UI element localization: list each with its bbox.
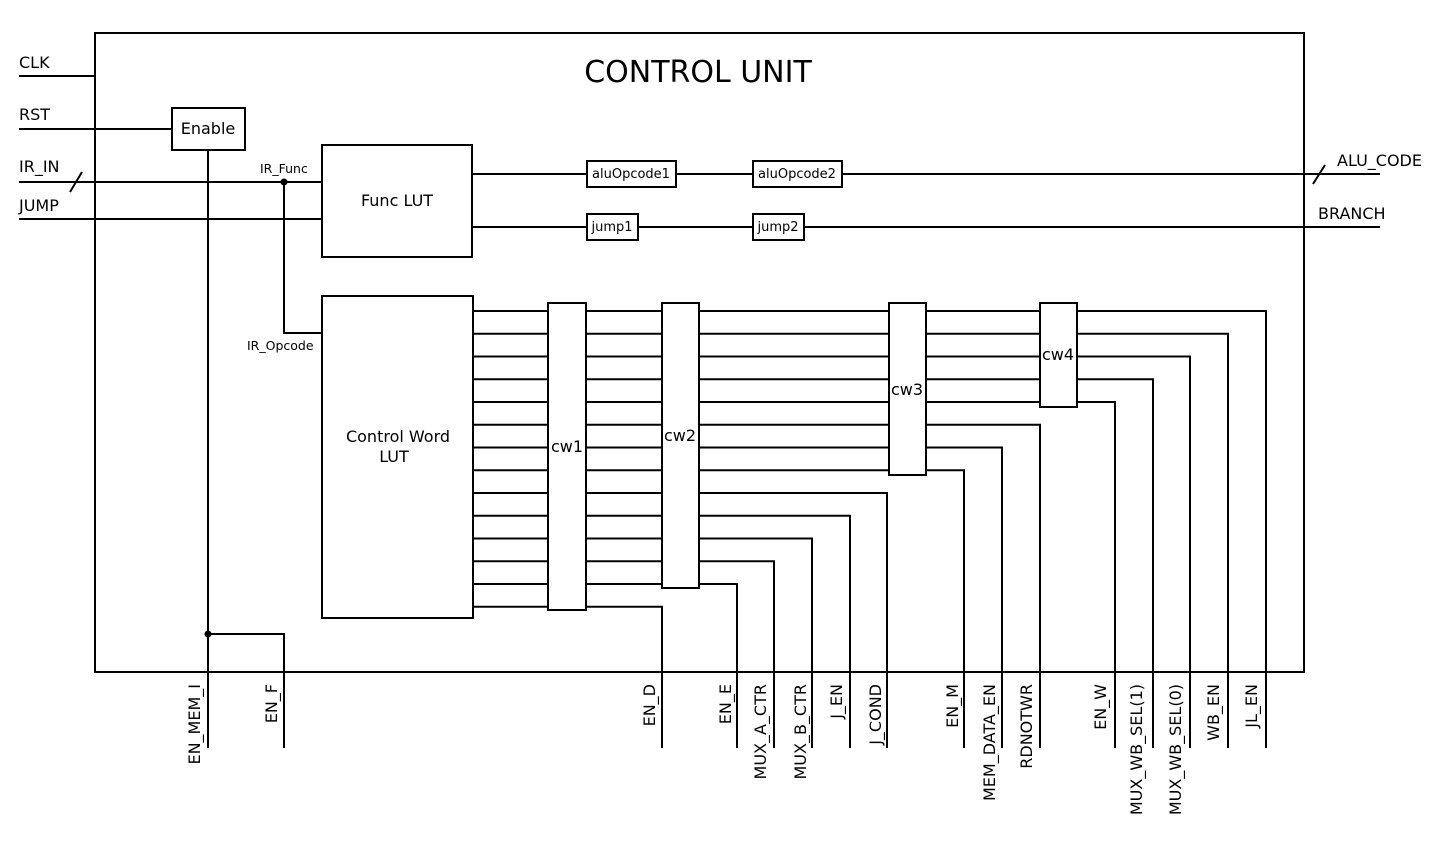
cw2-output-wire [699, 492, 888, 748]
cw3-output-wire [926, 469, 965, 748]
input-label-ir-in: IR_IN [19, 157, 60, 177]
alu-opcode1-label: aluOpcode1 [592, 167, 670, 182]
cw3-label: cw3 [891, 380, 923, 399]
ir-in-bus-slash [69, 171, 83, 193]
output-label-en-d: EN_D [640, 684, 660, 726]
cw1-register [547, 302, 587, 611]
output-label-wb-en: WB_EN [1204, 684, 1224, 741]
ir-opcode-label: IR_Opcode [247, 338, 314, 353]
cw3-register [888, 302, 927, 476]
alu-code-bus-slash [1312, 164, 1326, 185]
output-label-en-mem-i: EN_MEM_I [185, 684, 205, 765]
en-f-wire [208, 633, 285, 748]
output-label-en-w: EN_W [1091, 684, 1111, 730]
cw2-label: cw2 [664, 426, 696, 445]
cw3-output-wire [926, 446, 1003, 748]
bottom-output-labels: EN_MEM_I EN_F EN_D EN_E MUX_A_CTR MUX_B_CTR J_… [185, 684, 1262, 815]
output-label-mux-a-ctr: MUX_A_CTR [751, 684, 771, 779]
ir-opcode-wire [283, 182, 322, 334]
input-label-clk: CLK [19, 53, 50, 72]
cw4-output-wire [1077, 378, 1154, 748]
cw4-output-wire [1077, 401, 1116, 748]
output-label-j-cond: J_COND [866, 684, 886, 746]
control-word-lut-label-2: LUT [379, 447, 409, 466]
output-label-mux-wb-sel-1: MUX_WB_SEL(1) [1127, 684, 1147, 815]
output-label-jl-en: JL_EN [1242, 684, 1262, 729]
func-lut-block [321, 144, 473, 258]
cw4-output-wire [1077, 332, 1229, 748]
input-label-rst: RST [19, 105, 50, 124]
en-d-wire [586, 605, 663, 748]
output-label-j-en: J_EN [827, 684, 847, 720]
control-unit-boundary [94, 32, 1305, 673]
cw2-output-wire [699, 560, 775, 748]
output-label-rdnotwr: RDNOTWR [1017, 684, 1036, 769]
output-label-en-e: EN_E [716, 684, 736, 724]
diagram-title: CONTROL UNIT [584, 55, 812, 90]
cw2-output-wire [699, 583, 738, 748]
enable-block [171, 107, 246, 151]
cw4-output-wire [1077, 355, 1191, 748]
cw2-output-wire [699, 514, 851, 748]
jump2-label: jump2 [756, 220, 798, 235]
cw4-label: cw4 [1042, 345, 1074, 364]
ir-func-label: IR_Func [260, 161, 308, 176]
func-lut-label: Func LUT [361, 191, 433, 210]
cw3-output-wire [926, 423, 1041, 748]
alu-opcode2-label: aluOpcode2 [758, 167, 836, 182]
output-label-en-m: EN_M [943, 684, 963, 728]
output-label-mux-wb-sel-0: MUX_WB_SEL(0) [1166, 684, 1186, 815]
input-label-jump: JUMP [18, 196, 59, 215]
cw2-output-wire [699, 537, 813, 748]
output-label-en-f: EN_F [262, 684, 282, 723]
output-label-mem-data-en: MEM_DATA_EN [980, 684, 1000, 801]
output-label-mux-b-ctr: MUX_B_CTR [791, 684, 811, 780]
output-label-branch: BRANCH [1318, 204, 1386, 223]
output-label-alu-code: ALU_CODE [1337, 151, 1422, 171]
pipeline-wires [473, 310, 1267, 748]
cw4-output-wire [1077, 310, 1267, 748]
enable-block-label: Enable [181, 119, 236, 138]
control-word-lut-block [321, 295, 474, 619]
cw1-label: cw1 [551, 437, 583, 456]
jump1-register [586, 213, 639, 241]
jump1-label: jump1 [590, 220, 632, 235]
cw2-register [661, 302, 700, 589]
control-word-lut-label-1: Control Word [346, 427, 450, 446]
cw4-register [1039, 302, 1078, 408]
